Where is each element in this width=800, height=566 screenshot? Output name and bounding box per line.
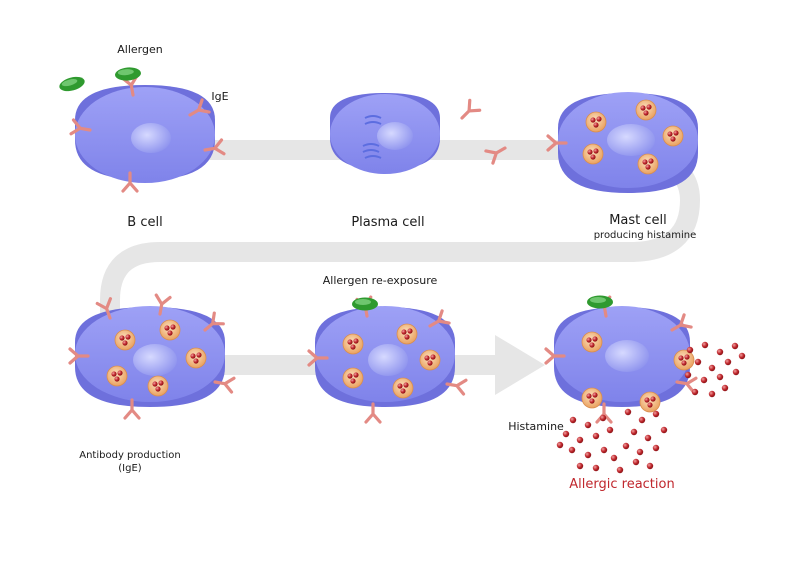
allergen-label: Allergen [117,43,162,56]
arrow-head [495,335,545,395]
reacting-mast-cell [544,295,698,424]
b-cell [69,74,226,193]
allergen-icon [587,295,613,309]
producing-histamine-label: producing histamine [594,230,697,241]
reexposure-cell [307,295,468,424]
ige-label: IgE [211,90,228,103]
allergic-reaction-label: Allergic reaction [569,477,674,492]
mast-cell-label: Mast cell [609,213,667,228]
nucleus [131,123,171,153]
histamine-label: Histamine [508,420,564,433]
antibody-production-label: Antibody production [79,450,180,461]
nucleus [607,124,655,156]
nucleus [133,344,177,376]
allergen-icon [352,297,378,311]
plasma-cell [330,93,440,174]
antibody-production-sublabel: (IgE) [118,463,142,474]
nucleus [368,344,408,376]
nucleus [605,340,649,372]
antibody-production-cell [68,293,236,420]
allergen-reexposure-label: Allergen re-exposure [323,274,438,287]
plasma-cell-label: Plasma cell [351,215,424,230]
b-cell-label: B cell [127,215,162,230]
mast-cell [546,92,698,193]
nucleus [377,122,413,150]
